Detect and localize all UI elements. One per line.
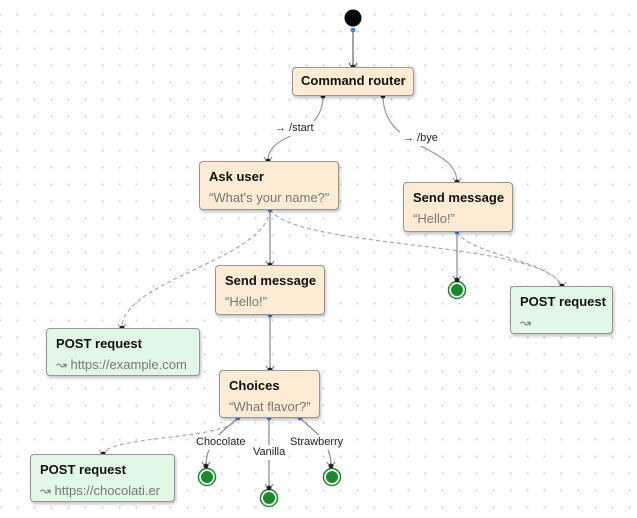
edge-ask-to-post-right — [269, 209, 563, 287]
edge-label-strawberry: Strawberry — [287, 435, 347, 450]
node-title: POST request — [56, 336, 142, 351]
node-title: POST request — [40, 462, 126, 477]
end-state-vanilla[interactable] — [259, 488, 279, 508]
end-state-bye[interactable] — [447, 280, 467, 300]
edge-ask-to-post-example — [121, 209, 271, 329]
edge-label-start: → /start — [272, 121, 317, 136]
post-request-right-node[interactable]: POST request ↝ — [510, 286, 613, 334]
node-subtitle: “What flavor?” — [229, 399, 311, 414]
start-state[interactable] — [344, 9, 362, 27]
node-title: Command router — [301, 73, 406, 88]
send-message-bye-node[interactable]: Send message “Hello!” — [403, 182, 513, 232]
node-subtitle: ↝ https://example.com — [56, 357, 187, 372]
node-subtitle: ↝ — [520, 315, 531, 330]
node-title: Send message — [413, 190, 505, 205]
node-title: Send message — [225, 273, 317, 288]
command-router-node[interactable]: Command router — [292, 67, 414, 96]
send-message-start-node[interactable]: Send message “Hello!” — [215, 265, 325, 315]
ask-user-node[interactable]: Ask user “What's your name?” — [199, 161, 339, 210]
edge-label-bye: → /bye — [400, 131, 441, 146]
edge-choices-to-post-chocolate — [102, 417, 239, 455]
node-subtitle: “Hello!” — [413, 211, 455, 226]
node-title: POST request — [520, 294, 606, 309]
edge-label-chocolate: Chocolate — [193, 435, 249, 450]
post-request-example-node[interactable]: POST request ↝ https://example.com — [46, 328, 200, 376]
edge-label-vanilla: Vanilla — [250, 445, 289, 460]
node-subtitle: ↝ https://chocolati.er — [40, 483, 161, 498]
node-subtitle: “Hello!” — [225, 294, 267, 309]
choices-node[interactable]: Choices “What flavor?” — [219, 370, 320, 418]
node-title: Ask user — [209, 169, 264, 184]
post-request-chocolate-node[interactable]: POST request ↝ https://chocolati.er — [30, 454, 175, 502]
end-state-strawberry[interactable] — [322, 467, 342, 487]
node-title: Choices — [229, 378, 280, 393]
edge-bye-to-post-right — [456, 231, 563, 287]
connection-ports[interactable] — [100, 64, 565, 491]
node-subtitle: “What's your name?” — [209, 190, 330, 205]
end-state-chocolate[interactable] — [197, 467, 217, 487]
port-dot[interactable] — [350, 27, 356, 33]
